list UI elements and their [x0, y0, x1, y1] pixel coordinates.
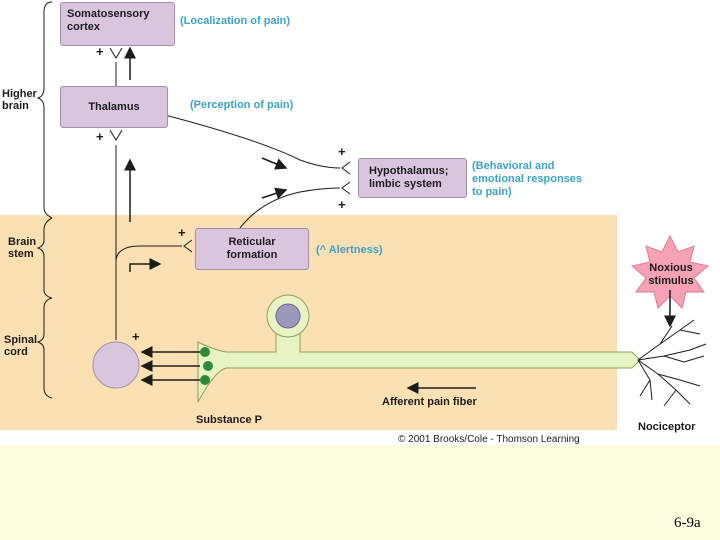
reticular-arrow	[129, 258, 162, 272]
higher-brain-bracket	[36, 1, 53, 219]
slide-footer-area	[0, 445, 720, 540]
higher-brain-label: Higher brain	[2, 88, 37, 112]
reticular-branch	[115, 245, 182, 263]
plus-sign-cortex: +	[96, 44, 104, 59]
plus-sign-thalamus: +	[96, 129, 104, 144]
thalamus-box: Thalamus	[60, 86, 168, 128]
hypo-synapse-top	[341, 161, 351, 175]
hypo-arrow-top	[261, 157, 288, 170]
ganglion-nucleus	[275, 303, 301, 329]
vesicle-3	[200, 375, 210, 385]
spinal-cord-label: Spinal cord	[4, 334, 38, 358]
perception-note: (Perception of pain)	[190, 99, 294, 111]
thalamus-synapse	[109, 129, 123, 141]
cortex-synapse	[109, 47, 123, 59]
thalamus-to-hypothalamus	[164, 114, 341, 169]
vesicle-1	[200, 347, 210, 357]
nociceptor-endings	[637, 319, 707, 407]
spinal-neuron-body	[92, 341, 140, 389]
pain-pathway-wiring	[36, 1, 710, 407]
plus-sign-reticular: +	[178, 225, 186, 240]
brain-stem-bracket	[36, 217, 53, 299]
noxious-stimulus-label: Noxious stimulus	[648, 262, 694, 287]
plus-sign-hypo-bottom: +	[338, 197, 346, 212]
reticular-to-hypothalamus	[239, 187, 341, 229]
alertness-note: (^ Alertness)	[316, 244, 383, 256]
reticular-synapse	[183, 239, 193, 253]
copyright-text: © 2001 Brooks/Cole - Thomson Learning	[398, 434, 580, 445]
vesicle-2	[203, 361, 213, 371]
slide-number: 6-9a	[674, 515, 701, 531]
substance-p-label: Substance P	[196, 414, 263, 426]
somatosensory-cortex-box: Somatosensory cortex	[60, 2, 175, 46]
nociceptor-label: Nociceptor	[638, 421, 696, 433]
plus-sign-spinal: +	[132, 329, 140, 344]
hypothalamus-box: Hypothalamus; limbic system	[358, 158, 467, 198]
behavioral-note: (Behavioral and emotional responses to p…	[472, 160, 583, 198]
hypo-synapse-bottom	[341, 181, 351, 195]
hypo-arrow-bottom	[261, 187, 288, 200]
afferent-pain-fiber-label: Afferent pain fiber	[382, 396, 477, 408]
spinal-cord-bracket	[36, 297, 53, 399]
brain-stem-label: Brain stem	[8, 236, 37, 260]
plus-sign-hypo-top: +	[338, 144, 346, 159]
localization-note: (Localization of pain)	[180, 15, 290, 27]
afferent-fiber	[197, 322, 641, 403]
reticular-formation-box: Reticular formation	[195, 228, 309, 270]
